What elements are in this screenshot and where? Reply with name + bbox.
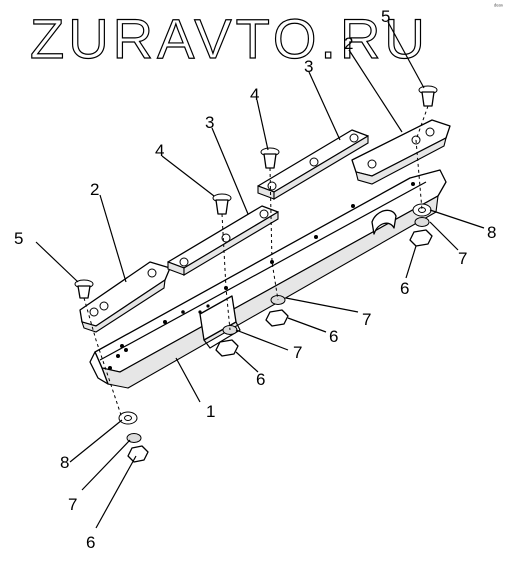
bolt-part-5-right bbox=[418, 85, 438, 107]
callout-6-mid-right: 6 bbox=[329, 327, 338, 346]
callout-labels: 1 2 2 3 3 4 4 5 5 6 6 6 6 7 7 7 7 8 8 bbox=[14, 7, 496, 552]
callout-4-left: 4 bbox=[155, 141, 164, 160]
lock-washer-part-7-left bbox=[126, 433, 142, 443]
callout-6-right: 6 bbox=[400, 279, 409, 298]
bolt-part-4-left bbox=[212, 193, 232, 215]
callout-7-right: 7 bbox=[458, 249, 467, 268]
callout-6-mid-left: 6 bbox=[256, 370, 265, 389]
lock-washer-part-7-right bbox=[414, 217, 430, 227]
leader-lines bbox=[35, 21, 485, 529]
callout-5-right: 5 bbox=[381, 7, 390, 26]
nut-part-6-mid-right bbox=[265, 309, 289, 327]
callout-3-left: 3 bbox=[205, 113, 214, 132]
callout-3-right: 3 bbox=[304, 57, 313, 76]
end-plate-part-2-right bbox=[351, 119, 451, 185]
callout-7-mid-right: 7 bbox=[362, 310, 371, 329]
callout-1: 1 bbox=[206, 402, 215, 421]
mounting-plate-part-3-left bbox=[167, 205, 279, 276]
main-rail-part-1 bbox=[89, 169, 447, 389]
callout-4-right: 4 bbox=[250, 85, 259, 104]
callout-8-right: 8 bbox=[487, 223, 496, 242]
watermark-text: ZURAVTO.RU bbox=[30, 7, 429, 70]
corner-mark: ᵈᵉᵃⁿ bbox=[494, 3, 503, 10]
callout-7-bottom-left: 7 bbox=[68, 495, 77, 514]
callout-8-left: 8 bbox=[60, 453, 69, 472]
callout-6-bottom-left: 6 bbox=[86, 533, 95, 552]
washer-part-8-left bbox=[118, 411, 138, 425]
nut-part-6-left bbox=[127, 445, 149, 463]
bolt-part-5-left bbox=[74, 279, 94, 299]
bolt-part-4-right bbox=[260, 147, 280, 169]
end-plate-part-2-left bbox=[79, 261, 171, 333]
callout-7-mid-left: 7 bbox=[293, 343, 302, 362]
nut-part-6-mid-left bbox=[215, 339, 239, 357]
nut-part-6-right bbox=[409, 229, 433, 247]
callout-5-left: 5 bbox=[14, 229, 23, 248]
assembly-guide-lines bbox=[83, 105, 429, 419]
callout-2-left: 2 bbox=[90, 180, 99, 199]
mounting-plate-part-3-right bbox=[257, 129, 369, 200]
callout-2-right: 2 bbox=[344, 34, 353, 53]
